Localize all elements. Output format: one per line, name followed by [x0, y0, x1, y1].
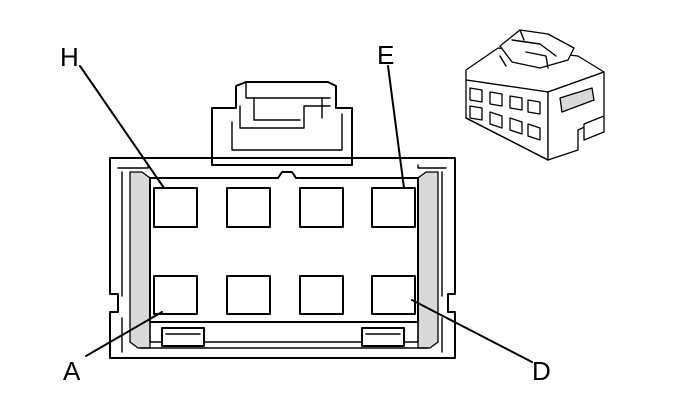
bottom-latch-window-left — [161, 327, 205, 347]
bottom-latch-window-right — [361, 327, 405, 347]
leader-line-d — [411, 299, 533, 363]
leader-line-e — [387, 65, 405, 189]
cavity-g — [226, 187, 271, 228]
pin-label-a: A — [63, 356, 81, 386]
cavity-a — [153, 275, 198, 315]
cavity-e — [371, 187, 416, 228]
cavity-h — [153, 187, 198, 228]
cavity-face — [149, 171, 419, 323]
pin-label-e: E — [377, 40, 394, 70]
cavity-c — [299, 275, 344, 315]
cavity-b — [226, 275, 271, 315]
pin-label-d: D — [532, 356, 551, 386]
right-side-rail — [417, 171, 439, 349]
pin-label-h: H — [60, 42, 79, 72]
cavity-f — [299, 187, 344, 228]
connector-face-view — [109, 81, 456, 359]
leader-line-h — [79, 65, 165, 189]
leader-line-a — [85, 311, 163, 357]
cavity-d — [371, 275, 416, 315]
connector-isometric-view — [465, 29, 605, 161]
locking-tab — [211, 81, 353, 159]
